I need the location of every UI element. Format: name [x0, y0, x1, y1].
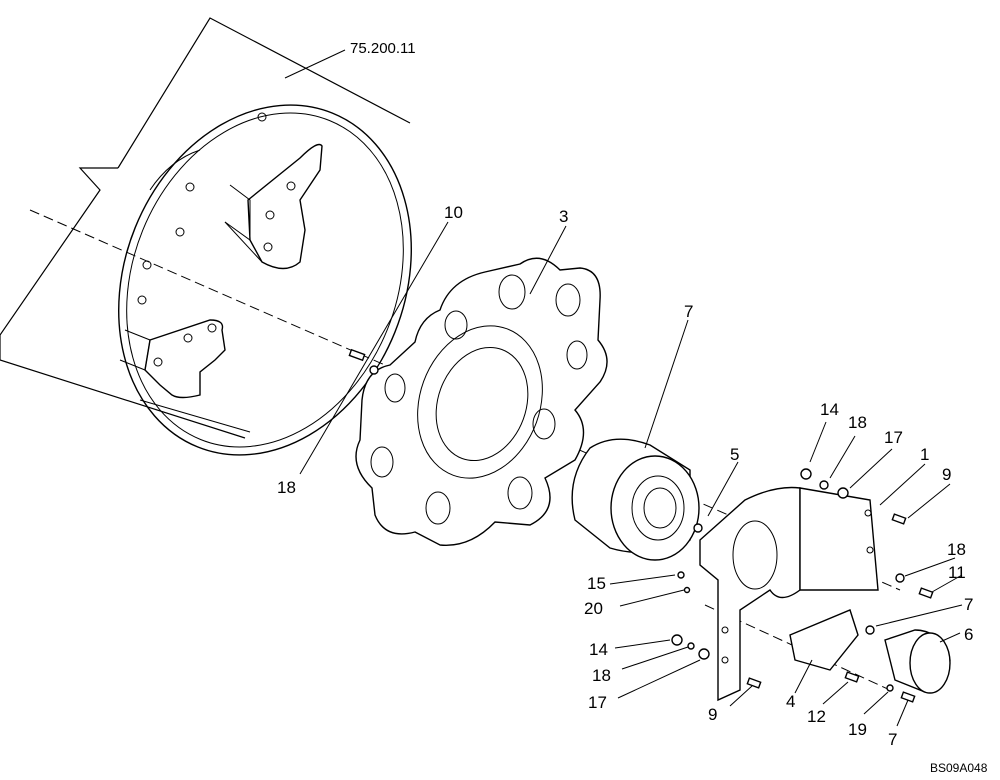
callout-15: 15 [587, 574, 606, 593]
mounting-plate [355, 257, 608, 547]
guard-plate [789, 609, 859, 671]
callout-7-bolt: 7 [888, 730, 897, 749]
leader-lines [284, 49, 963, 727]
callout-1: 1 [920, 445, 929, 464]
reference-label: 75.200.11 [350, 40, 416, 57]
hydraulic-motor [884, 629, 951, 694]
hardware [348, 348, 934, 703]
callout-18-right: 18 [947, 540, 966, 559]
callout-17-bottom: 17 [588, 693, 607, 712]
callout-12: 12 [807, 707, 826, 726]
callout-3: 3 [559, 207, 568, 226]
callout-7-drive: 7 [684, 302, 693, 321]
callout-19: 19 [848, 720, 867, 739]
callout-18-bottom: 18 [592, 666, 611, 685]
motor-bracket [699, 486, 879, 702]
final-drive [571, 438, 700, 561]
callout-18-bolt: 18 [277, 478, 296, 497]
drawing-code: BS09A048 [930, 761, 988, 775]
callout-9-top: 9 [942, 465, 951, 484]
callout-4: 4 [786, 692, 795, 711]
callout-7-oring: 7 [964, 595, 973, 614]
callout-14-bottom: 14 [589, 640, 608, 659]
callout-20: 20 [584, 599, 603, 618]
callout-17-top: 17 [884, 428, 903, 447]
callout-5: 5 [730, 445, 739, 464]
callout-11: 11 [948, 563, 966, 582]
callout-9-bottom: 9 [708, 705, 717, 724]
callout-14-top: 14 [820, 400, 839, 419]
drum-housing [0, 17, 412, 456]
callout-6: 6 [964, 625, 973, 644]
callout-18-top: 18 [848, 413, 867, 432]
callout-10: 10 [444, 203, 463, 222]
